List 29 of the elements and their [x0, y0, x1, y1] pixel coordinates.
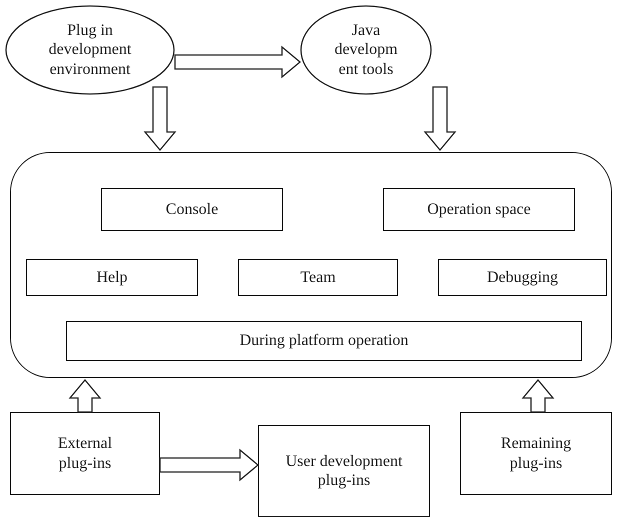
node-label: Remaining plug-ins: [500, 434, 572, 473]
process-box: [101, 188, 283, 231]
process-box: [438, 259, 607, 296]
process-box: [26, 259, 198, 296]
process-box: [460, 412, 612, 495]
node-label: Debugging: [486, 268, 558, 288]
block-arrow: [174, 46, 302, 78]
node-label: Console: [166, 200, 218, 220]
node-label: Team: [300, 268, 336, 288]
block-arrow: [522, 378, 554, 413]
node-label: Help: [96, 268, 128, 288]
node-label: During platform operation: [240, 331, 408, 351]
block-arrow: [424, 86, 456, 152]
node-label: External plug-ins: [56, 434, 114, 473]
ellipse-node: [5, 5, 175, 95]
block-arrow: [159, 448, 260, 482]
process-box: [66, 321, 582, 361]
block-arrow: [68, 378, 102, 413]
ellipse-node: [300, 5, 432, 95]
process-box: [383, 188, 575, 231]
platform-container: [10, 152, 612, 378]
process-box: [10, 412, 160, 495]
process-box: [258, 425, 430, 517]
block-arrow: [144, 86, 176, 152]
process-box: [238, 259, 398, 296]
node-label: Plug in development environment: [48, 21, 132, 79]
node-label: Java developm ent tools: [333, 21, 399, 79]
node-label: User development plug-ins: [284, 452, 404, 490]
node-label: Operation space: [427, 200, 531, 220]
